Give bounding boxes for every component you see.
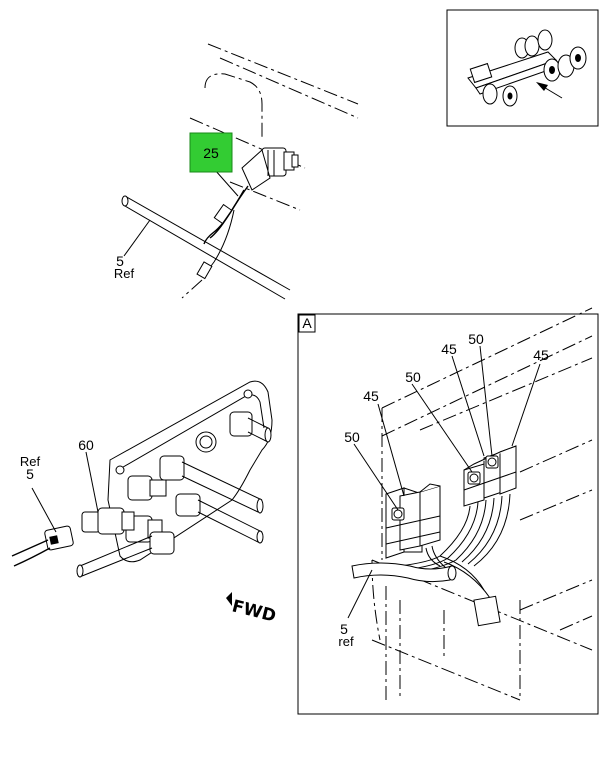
callout-50-mid: 50 bbox=[405, 369, 421, 385]
callout-25-label: 25 bbox=[203, 145, 219, 161]
fitting-6 bbox=[76, 531, 175, 578]
top-view bbox=[121, 43, 359, 300]
detail-a-view bbox=[297, 307, 599, 715]
fitting-1 bbox=[229, 411, 272, 443]
fwd-label: FWD bbox=[230, 596, 278, 626]
pressure-switch-60 bbox=[81, 507, 135, 535]
callout-50-left: 50 bbox=[344, 429, 360, 445]
detail-a-label: A bbox=[302, 315, 312, 331]
callout-ref-left-word: Ref bbox=[20, 454, 41, 469]
callout-60-label: 60 bbox=[78, 437, 94, 453]
relay-block-left bbox=[385, 483, 441, 559]
callout-5-top-number: 5 bbox=[116, 253, 124, 269]
locator-inset bbox=[446, 9, 599, 127]
fwd-indicator: FWD bbox=[226, 592, 278, 627]
wire-harness bbox=[351, 493, 511, 627]
callout-45-mid: 45 bbox=[441, 341, 457, 357]
callout-45-right: 45 bbox=[533, 347, 549, 363]
sensor-switch bbox=[241, 147, 299, 191]
relay-block-right bbox=[463, 445, 517, 507]
callout-ref-detail-word: ref bbox=[338, 634, 354, 649]
callout-45-left: 45 bbox=[363, 388, 379, 404]
fitting-4 bbox=[175, 493, 264, 544]
callout-50-right: 50 bbox=[468, 331, 484, 347]
callout-25-highlight[interactable] bbox=[189, 132, 233, 173]
fitting-3 bbox=[127, 475, 167, 501]
valve-block bbox=[11, 380, 273, 578]
callout-5-detail-number: 5 bbox=[340, 621, 348, 637]
callout-ref-top-word: Ref bbox=[114, 266, 135, 281]
wire-connector bbox=[11, 525, 74, 567]
callout-5-left-number: 5 bbox=[26, 466, 34, 482]
fitting-2 bbox=[159, 455, 264, 514]
